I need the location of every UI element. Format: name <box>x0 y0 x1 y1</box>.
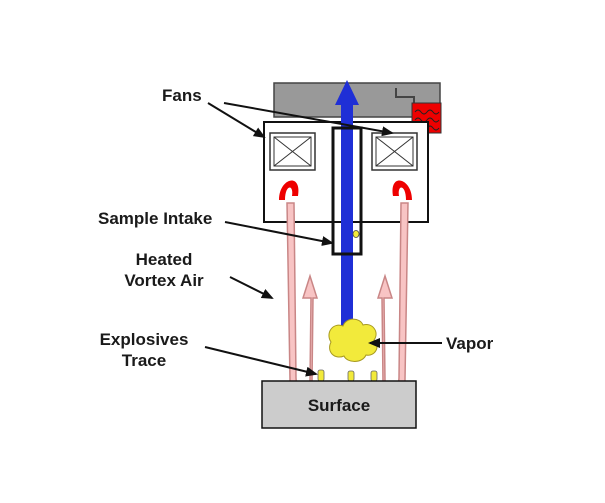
fan-right-icon <box>371 132 418 171</box>
vapor-label: Vapor <box>446 334 494 353</box>
heated-vortex-air-line2: Vortex Air <box>124 271 204 290</box>
heated-vortex-air-label: Heated Vortex Air <box>104 249 224 291</box>
vortex-air-right <box>376 202 409 398</box>
fans-label: Fans <box>162 86 202 105</box>
intake-particle <box>352 230 360 238</box>
explosives-trace-arrow <box>204 346 318 377</box>
trace-particle-3 <box>370 370 378 382</box>
sample-intake-label: Sample Intake <box>98 209 213 228</box>
housing-connector <box>395 88 415 105</box>
heated-vortex-air-line1: Heated <box>135 250 193 269</box>
vapor-cloud <box>328 318 378 362</box>
surface-label: Surface <box>307 396 371 415</box>
fans-arrow-left <box>207 102 266 139</box>
trace-particle-2 <box>347 370 355 382</box>
trace-particle-1 <box>317 369 325 382</box>
intake-flow <box>341 102 353 350</box>
intake-flow-arrowhead <box>335 80 359 105</box>
top-housing <box>273 82 441 118</box>
explosives-trace-line1: Explosives <box>99 330 189 349</box>
fans-arrow-right <box>223 102 394 137</box>
explosives-trace-label: Explosives Trace <box>84 329 204 371</box>
sample-intake-arrow <box>224 221 334 246</box>
explosives-trace-line2: Trace <box>121 351 167 370</box>
sample-intake-tube <box>331 126 363 256</box>
fan-left-icon <box>269 132 316 171</box>
surface-block <box>261 380 417 429</box>
vortex-air-arrow <box>229 276 274 299</box>
nozzle-left <box>279 180 299 200</box>
nozzle-right <box>392 180 412 200</box>
